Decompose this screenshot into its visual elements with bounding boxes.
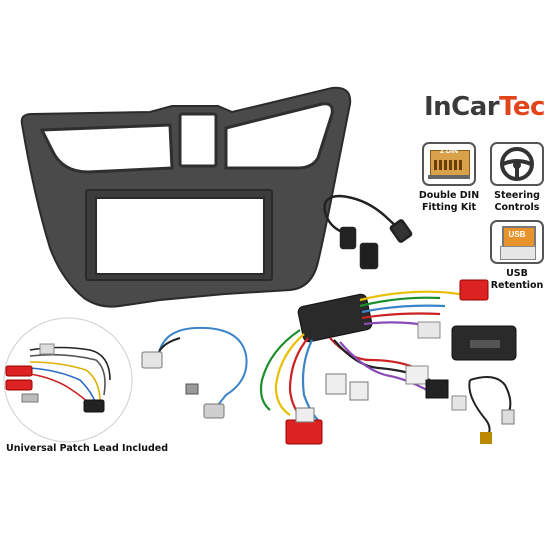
double-din-icon: 2 DIN [422,142,476,186]
steering-interface-harness [259,279,489,445]
brand-name-part1: InCar [424,92,500,122]
brand-name-part2: Tec [499,92,545,122]
aerial-adaptor [141,326,248,419]
double-din-label-line2: Fitting Kit [421,202,477,213]
usb-screen-text: USB [508,230,526,239]
feature-double-din: 2 DIN Double DIN Fitting Kit [414,142,484,214]
feature-usb-retention: USB USB Retention [482,220,550,292]
steering-label-line2: Controls [494,202,540,213]
usb-label-line2: Retention [490,280,544,291]
usb-retention-cable [323,194,413,270]
patch-lead-caption: Universal Patch Lead Included [6,443,169,454]
steering-wheel-icon [490,142,544,186]
double-din-screen-text: 2 DIN [440,148,458,155]
usb-icon: USB [490,220,544,264]
brand-logo: InCarTec [424,92,545,122]
fascia-panel [20,86,352,308]
steering-label-line1: Steering [494,190,540,201]
interface-box [451,325,517,444]
feature-steering-controls: Steering Controls [482,142,550,214]
usb-label-line1: USB [506,268,528,279]
universal-patch-lead [3,317,133,443]
double-din-label-line1: Double DIN [418,190,480,201]
